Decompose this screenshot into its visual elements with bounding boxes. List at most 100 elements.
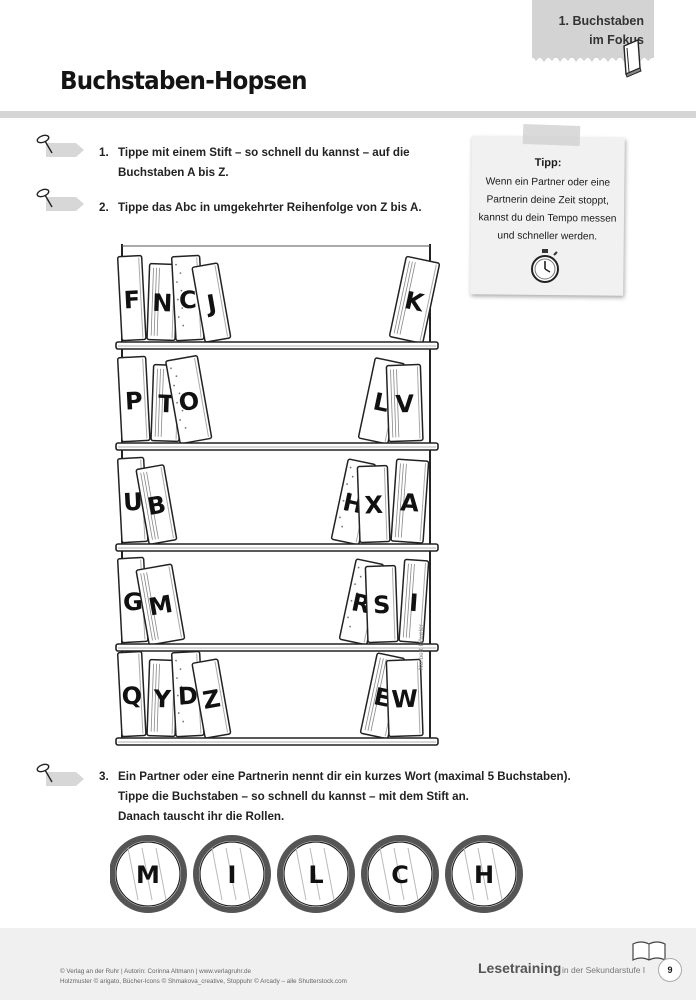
book-dot — [176, 298, 179, 301]
book-dot — [175, 263, 177, 266]
book-dot — [357, 566, 360, 569]
book-letter: U — [122, 488, 143, 517]
book-P: P — [116, 355, 151, 443]
book-edge — [168, 566, 182, 638]
book-edge — [416, 661, 421, 734]
book-letter: V — [395, 390, 415, 419]
circle-letter: M — [136, 861, 160, 889]
book-letter: A — [399, 488, 420, 517]
tip-title: Tipp: — [534, 156, 562, 170]
book-S: S — [364, 564, 399, 644]
spine-hint — [463, 847, 475, 901]
book-stripe — [146, 572, 159, 640]
book-J: J — [191, 262, 232, 343]
book-letter: F — [123, 286, 141, 315]
book-dot — [177, 712, 180, 714]
book-dot — [179, 272, 182, 275]
book-stripe — [396, 369, 400, 438]
book-stripe — [143, 472, 156, 540]
spine-hint — [141, 847, 153, 901]
spine-hint — [491, 847, 503, 901]
stopwatch-icon — [531, 249, 559, 283]
book-dot — [179, 668, 182, 671]
circle-inner-line — [283, 841, 349, 907]
book-spine — [116, 254, 147, 342]
letter-circle: M — [110, 835, 187, 913]
book-dot — [176, 677, 178, 680]
book-dot — [182, 324, 185, 327]
book-edge — [419, 264, 437, 342]
book-dot — [177, 316, 180, 318]
book-dot — [181, 703, 184, 706]
book-dot — [344, 509, 347, 511]
book-dot — [176, 694, 179, 697]
book-dot — [184, 426, 187, 429]
book-dot — [170, 367, 172, 370]
book-stripe — [143, 572, 156, 641]
spine-hint — [407, 847, 419, 901]
book-edge — [142, 358, 148, 439]
book-spine — [390, 458, 430, 544]
book-I: I — [398, 558, 430, 644]
book-dot — [349, 466, 352, 469]
letter-circle: C — [361, 835, 439, 913]
tip-text: Wenn ein Partner oder eine Partnerin dei… — [478, 176, 617, 243]
book-dot — [347, 616, 349, 619]
spine-hint — [477, 847, 489, 901]
book-A: A — [390, 458, 430, 544]
pushpin-icon — [36, 188, 84, 211]
circle-inner-line — [367, 841, 433, 907]
book-dot — [346, 483, 348, 486]
book-dot — [179, 419, 182, 421]
book-stripe — [153, 267, 157, 336]
book-edge — [419, 562, 427, 641]
book-spine — [364, 564, 399, 644]
book-stripe — [154, 368, 158, 437]
book-stripe — [156, 267, 160, 336]
letter-circle: I — [193, 835, 271, 913]
spine-hint — [379, 847, 391, 901]
open-book-icon — [632, 941, 666, 961]
book-spine — [191, 262, 232, 343]
spine-hint — [127, 847, 139, 901]
book-dot — [354, 583, 356, 586]
book-stripe — [157, 368, 161, 437]
book-W: W — [385, 658, 424, 738]
circle-inner-line — [199, 841, 265, 907]
book-stripe — [400, 463, 407, 538]
book-letter: I — [408, 589, 419, 618]
book-letter: Y — [152, 685, 172, 714]
book-edge — [416, 366, 421, 439]
book-dot — [176, 281, 178, 284]
spine-hint — [323, 847, 335, 901]
book-letter: P — [124, 387, 143, 416]
book-letter: L — [371, 387, 392, 418]
book-dot — [181, 307, 184, 310]
book-letter: T — [158, 390, 176, 419]
book-letter: O — [177, 386, 202, 417]
spine-hint — [155, 847, 167, 901]
spine-hint — [225, 847, 237, 901]
book-spine — [191, 658, 232, 739]
book-Q: Q — [116, 650, 147, 738]
book-letter: X — [364, 491, 384, 520]
book-Z: Z — [191, 658, 232, 739]
book-letter: S — [373, 591, 391, 620]
circle-inner-line — [115, 841, 181, 907]
page-number: 9 — [658, 958, 682, 982]
book-dot — [341, 525, 344, 528]
book-edge — [214, 265, 228, 337]
book-spine — [388, 255, 441, 344]
book-X: X — [356, 464, 391, 544]
footer-copyright: © Verlag an der Ruhr | Autorin: Corinna … — [60, 968, 251, 975]
book-stripe — [390, 369, 394, 438]
circle-letter: I — [228, 861, 237, 889]
book-dot — [352, 609, 355, 611]
spine-hint — [239, 847, 251, 901]
book-dot — [182, 720, 185, 723]
book-stripe — [393, 369, 397, 438]
book-stripe — [156, 663, 160, 732]
book-stripe — [146, 471, 159, 539]
book-dot — [351, 475, 354, 478]
